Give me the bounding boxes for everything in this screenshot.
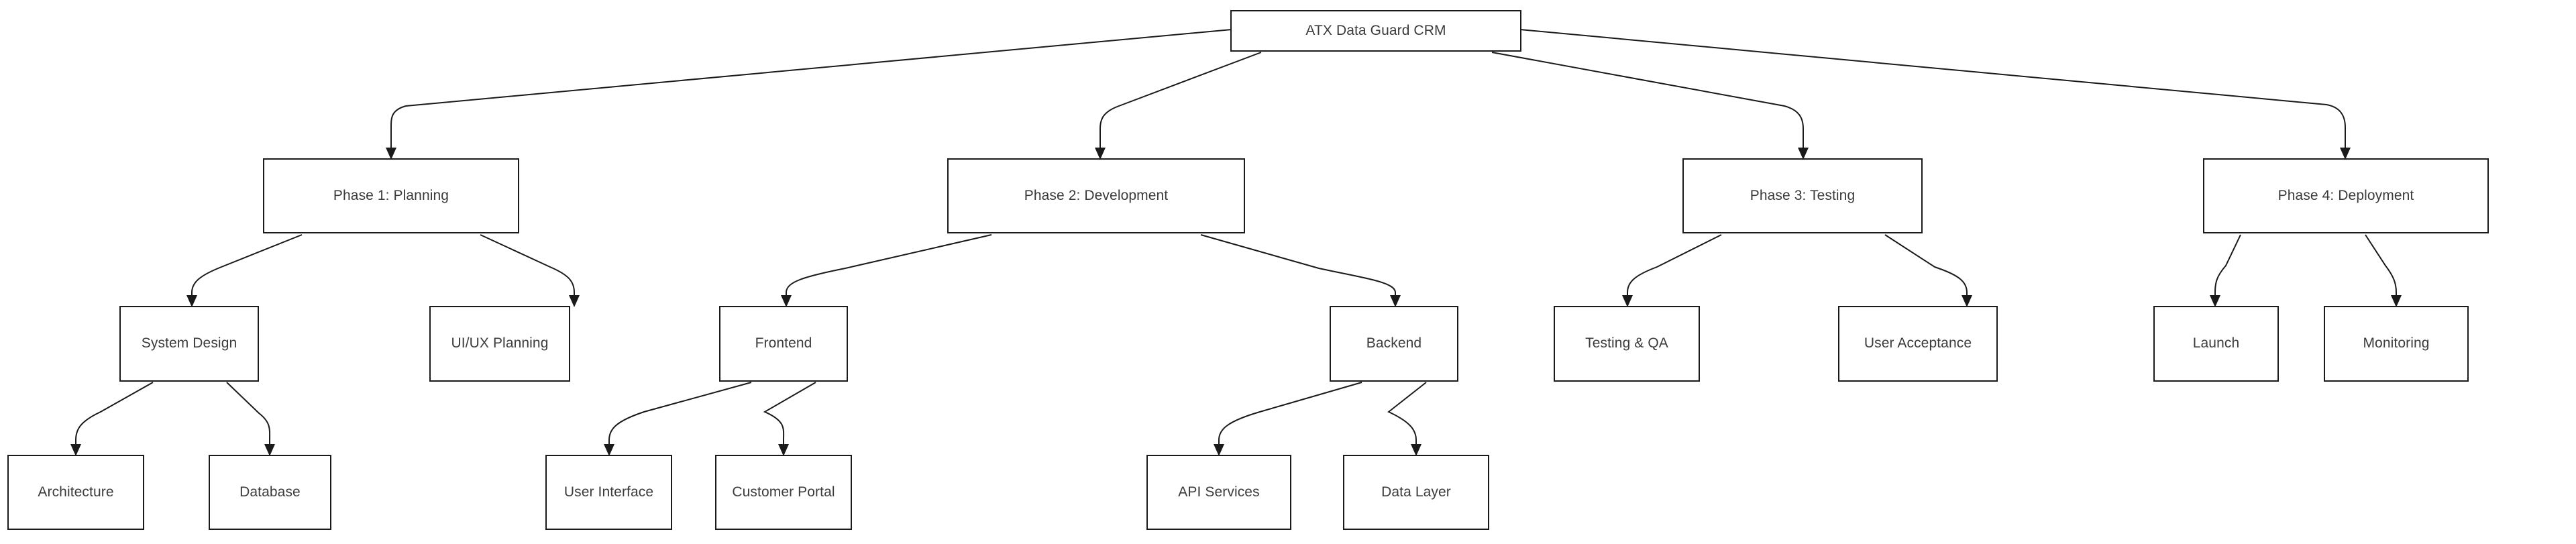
edge-phase4-to-launch: [2210, 234, 2241, 307]
node-phase3[interactable]: Phase 3: Testing: [1682, 158, 1923, 233]
edge-phase1-to-sysdesign: [186, 234, 303, 307]
node-label-phase1: Phase 1: Planning: [333, 187, 449, 203]
node-datalayer[interactable]: Data Layer: [1343, 455, 1489, 530]
node-label-apiserv: API Services: [1178, 484, 1260, 500]
node-label-phase2: Phase 2: Development: [1024, 187, 1169, 203]
node-label-phase4: Phase 4: Deployment: [2277, 187, 2414, 203]
edge-root-to-phase1: [386, 29, 1232, 160]
edge-root-to-phase4: [1519, 29, 2351, 160]
node-frontend[interactable]: Frontend: [719, 306, 848, 382]
node-label-frontend: Frontend: [755, 335, 812, 351]
edge-paths: [70, 29, 2402, 456]
node-label-useraccept: User Acceptance: [1864, 335, 1972, 351]
node-label-phase3: Phase 3: Testing: [1750, 187, 1856, 203]
node-userint[interactable]: User Interface: [545, 455, 672, 530]
edge-sysdesign-to-architect: [70, 382, 154, 456]
edge-phase3-to-useraccept: [1884, 234, 1972, 307]
node-backend[interactable]: Backend: [1330, 306, 1458, 382]
node-custportal[interactable]: Customer Portal: [715, 455, 852, 530]
edge-phase2-to-backend: [1200, 234, 1401, 307]
edge-root-to-phase2: [1095, 52, 1262, 160]
node-root[interactable]: ATX Data Guard CRM: [1230, 10, 1521, 52]
node-phase2[interactable]: Phase 2: Development: [947, 158, 1245, 233]
node-useraccept[interactable]: User Acceptance: [1838, 306, 1998, 382]
node-label-root: ATX Data Guard CRM: [1305, 22, 1446, 38]
node-label-custportal: Customer Portal: [732, 484, 835, 500]
edge-phase4-to-monitoring: [2365, 234, 2402, 307]
node-launch[interactable]: Launch: [2153, 306, 2279, 382]
node-sysdesign[interactable]: System Design: [119, 306, 259, 382]
edge-root-to-phase3: [1491, 52, 1809, 160]
node-label-testingqa: Testing & QA: [1585, 335, 1668, 351]
node-apiserv[interactable]: API Services: [1146, 455, 1291, 530]
edge-phase3-to-testingqa: [1622, 234, 1722, 307]
node-label-database: Database: [239, 484, 301, 500]
node-phase1[interactable]: Phase 1: Planning: [263, 158, 519, 233]
edge-phase1-to-uiux: [480, 234, 580, 307]
edge-frontend-to-userint: [604, 382, 752, 456]
edge-frontend-to-custportal: [763, 382, 816, 456]
node-database[interactable]: Database: [209, 455, 331, 530]
edge-backend-to-apiserv: [1214, 382, 1362, 456]
node-testingqa[interactable]: Testing & QA: [1554, 306, 1700, 382]
node-monitoring[interactable]: Monitoring: [2324, 306, 2469, 382]
node-architect[interactable]: Architecture: [7, 455, 144, 530]
node-label-sysdesign: System Design: [141, 335, 237, 351]
node-label-architect: Architecture: [38, 484, 114, 500]
node-label-launch: Launch: [2192, 335, 2240, 351]
node-phase4[interactable]: Phase 4: Deployment: [2203, 158, 2489, 233]
edge-backend-to-datalayer: [1387, 382, 1427, 456]
edge-phase2-to-frontend: [781, 234, 992, 307]
node-label-uiux: UI/UX Planning: [451, 335, 549, 351]
node-label-monitoring: Monitoring: [2363, 335, 2430, 351]
node-label-backend: Backend: [1366, 335, 1422, 351]
node-uiux[interactable]: UI/UX Planning: [429, 306, 570, 382]
edge-sysdesign-to-database: [226, 382, 275, 456]
node-label-datalayer: Data Layer: [1381, 484, 1451, 500]
node-label-userint: User Interface: [564, 484, 654, 500]
